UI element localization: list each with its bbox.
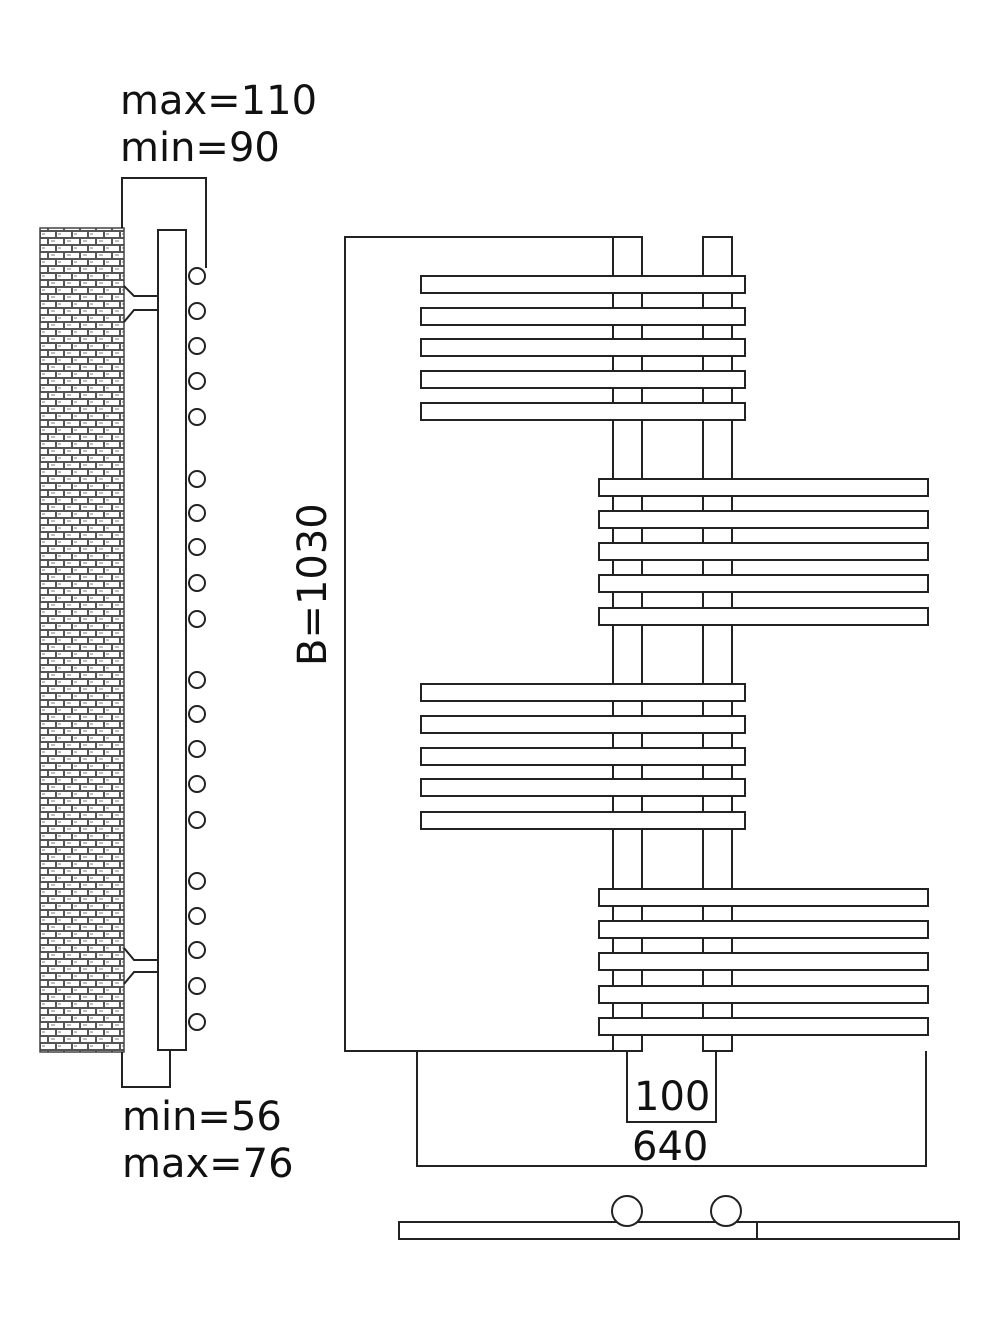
pipe-spacing-label: 100: [634, 1074, 710, 1120]
horizontal-bar-6: [598, 478, 929, 497]
horizontal-bar-18: [598, 952, 929, 971]
side-bar-end-3: [188, 337, 206, 355]
horizontal-bar-17: [598, 920, 929, 939]
side-bar-end-2: [188, 302, 206, 320]
side-bar-end-11: [188, 671, 206, 689]
bottom-offset-min-label: min=56: [122, 1094, 282, 1140]
side-bar-end-17: [188, 907, 206, 925]
side-bar-end-20: [188, 1013, 206, 1031]
top-offset-min-label: min=90: [120, 125, 280, 171]
side-bar-end-18: [188, 941, 206, 959]
bottom-plan-bar: [398, 1221, 960, 1240]
top-offset-bracket: [121, 177, 207, 268]
total-width-label: 640: [632, 1124, 708, 1170]
horizontal-bar-9: [598, 574, 929, 593]
total-width-dimension: [416, 1051, 927, 1167]
side-bar-end-16: [188, 872, 206, 890]
side-bar-end-14: [188, 775, 206, 793]
pipe-spacing-dimension: [626, 1051, 717, 1123]
side-bar-end-4: [188, 372, 206, 390]
bottom-offset-max-label: max=76: [122, 1141, 294, 1187]
horizontal-bar-8: [598, 542, 929, 561]
top-offset-max-label: max=110: [120, 78, 317, 124]
side-bar-end-15: [188, 811, 206, 829]
wall-bracket-top: [123, 285, 159, 323]
side-vertical-tube: [157, 229, 187, 1051]
side-bar-end-19: [188, 977, 206, 995]
side-bar-end-1: [188, 267, 206, 285]
side-bar-end-7: [188, 504, 206, 522]
bottom-offset-bracket: [121, 1050, 171, 1088]
side-bar-end-5: [188, 408, 206, 426]
side-bar-end-8: [188, 538, 206, 556]
side-bar-end-13: [188, 740, 206, 758]
horizontal-bar-11: [420, 683, 746, 702]
side-bar-end-12: [188, 705, 206, 723]
horizontal-bar-15: [420, 811, 746, 830]
front-view: [344, 236, 960, 1240]
side-view: [39, 177, 207, 1088]
plan-pipe-right: [710, 1195, 742, 1227]
height-label: B=1030: [290, 503, 336, 666]
horizontal-bar-3: [420, 338, 746, 357]
wall-bracket-bottom: [123, 947, 159, 985]
horizontal-bar-16: [598, 888, 929, 907]
height-frame: [344, 236, 614, 1052]
horizontal-bar-2: [420, 307, 746, 326]
horizontal-bar-19: [598, 985, 929, 1004]
side-bar-end-10: [188, 610, 206, 628]
side-bar-ends: [188, 267, 206, 1031]
horizontal-bar-10: [598, 607, 929, 626]
horizontal-bars: [420, 275, 929, 1036]
side-bar-end-6: [188, 470, 206, 488]
horizontal-bar-4: [420, 370, 746, 389]
plan-pipe-left: [611, 1195, 643, 1227]
horizontal-bar-7: [598, 510, 929, 529]
horizontal-bar-13: [420, 747, 746, 766]
horizontal-bar-5: [420, 402, 746, 421]
horizontal-bar-20: [598, 1017, 929, 1036]
horizontal-bar-1: [420, 275, 746, 294]
horizontal-bar-14: [420, 778, 746, 797]
side-bar-end-9: [188, 574, 206, 592]
wall: [39, 227, 125, 1053]
horizontal-bar-12: [420, 715, 746, 734]
